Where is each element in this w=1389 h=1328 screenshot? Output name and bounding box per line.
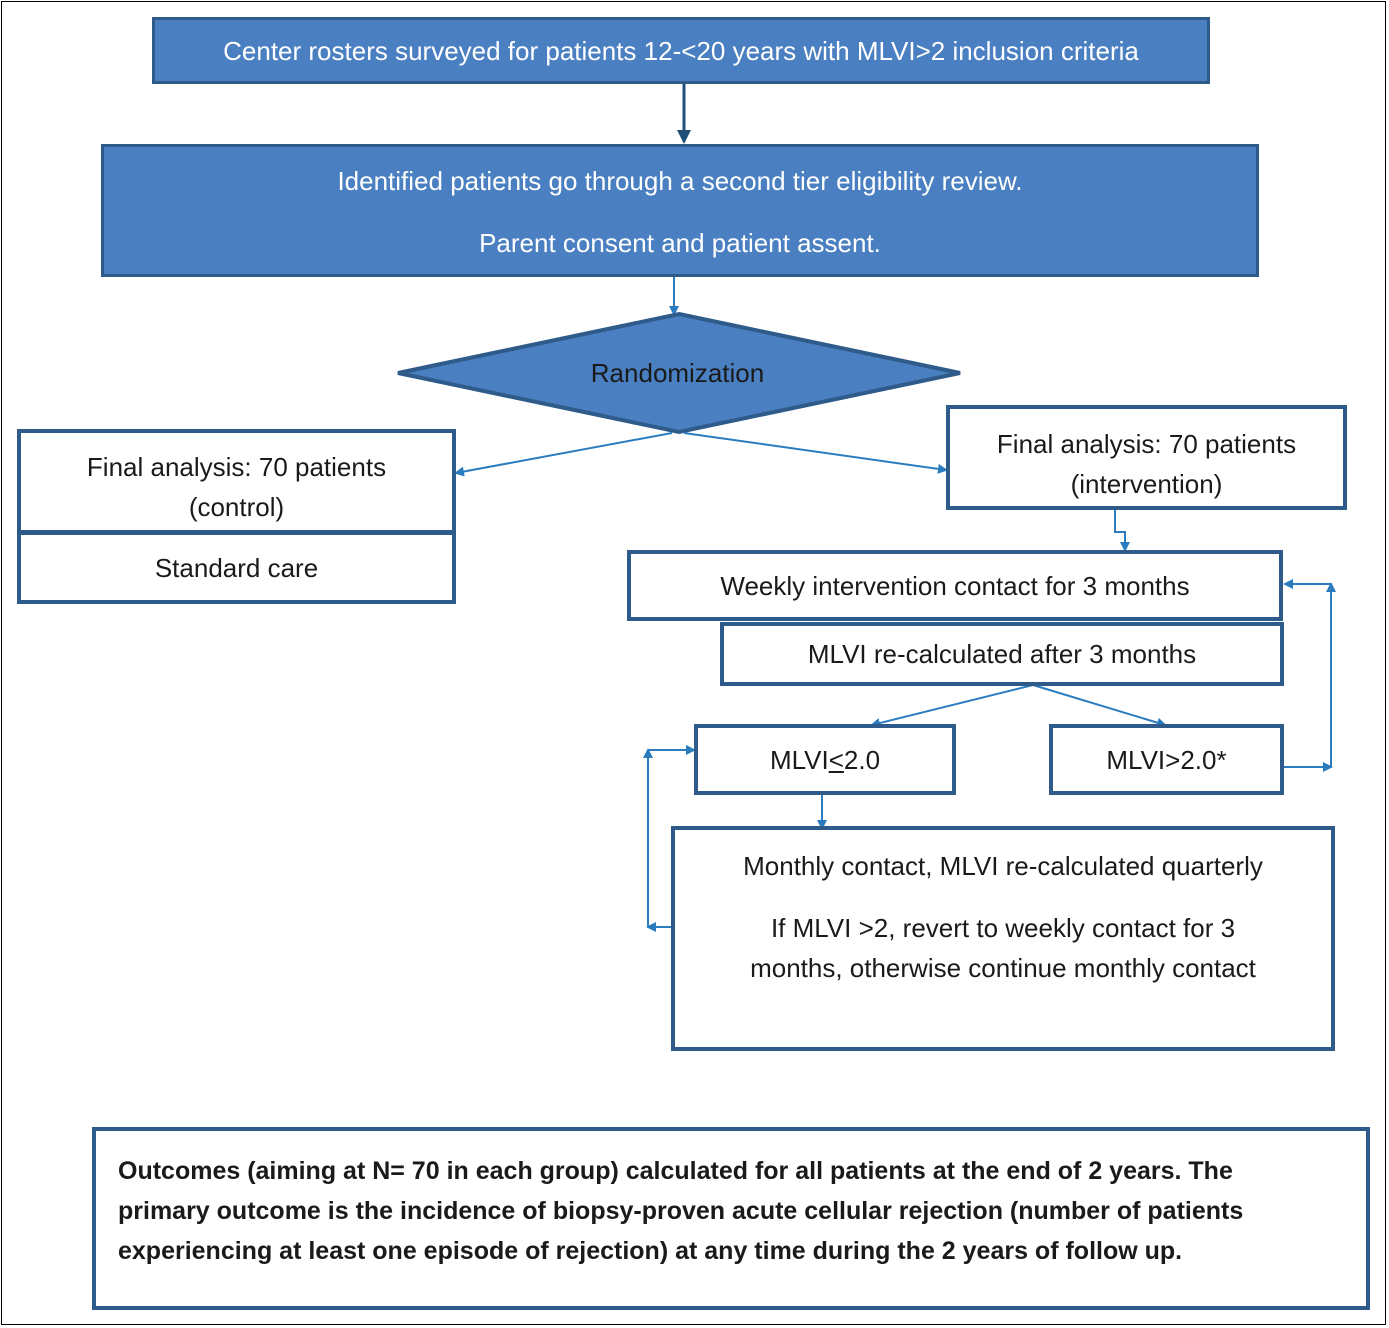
mlvi-low-text: MLVI<2.0 [770, 740, 880, 780]
arrow-to-intervention [683, 432, 948, 474]
control-analysis-box: Final analysis: 70 patients (control) [17, 429, 456, 534]
mlvi-high-text: MLVI>2.0* [1106, 744, 1227, 775]
control-text-line1: Final analysis: 70 patients [86, 452, 387, 482]
arrow-recalc-to-high [1032, 684, 1167, 728]
outcomes-text-line1: Outcomes (aiming at N= 70 in each group)… [118, 1157, 1233, 1185]
monthly-text-line1: Monthly contact, MLVI re-calculated quar… [743, 851, 1263, 881]
weekly-contact-box: Weekly intervention contact for 3 months [627, 550, 1283, 621]
monthly-contact-box: Monthly contact, MLVI re-calculated quar… [671, 826, 1335, 1051]
recalculated-text: MLVI re-calculated after 3 months [807, 639, 1197, 669]
mlvi-low-symbol: < [828, 744, 844, 775]
control-text-line2: (control) [188, 492, 285, 522]
intervention-analysis-box: Final analysis: 70 patients (interventio… [946, 405, 1347, 510]
randomization-label: Randomization [590, 358, 765, 388]
review-text-line2: Parent consent and patient assent. [479, 228, 881, 258]
recalculated-box: MLVI re-calculated after 3 months [720, 622, 1284, 686]
arrow-recalc-to-low [870, 684, 1034, 728]
outcomes-box: Outcomes (aiming at N= 70 in each group)… [92, 1127, 1370, 1310]
intervention-text-line2: (intervention) [1070, 469, 1223, 499]
outcomes-text-line2: primary outcome is the incidence of biop… [118, 1197, 1244, 1225]
mlvi-low-suffix: 2.0 [843, 744, 881, 775]
outcomes-text-line3: experiencing at least one episode of rej… [118, 1237, 1183, 1265]
intervention-text-line1: Final analysis: 70 patients [996, 429, 1297, 459]
randomization-diamond [397, 311, 961, 435]
mlvi-low-prefix: MLVI [769, 744, 829, 775]
weekly-contact-text: Weekly intervention contact for 3 months [720, 570, 1190, 601]
survey-text: Center rosters surveyed for patients 12-… [223, 35, 1139, 66]
standard-care-text: Standard care [154, 552, 319, 583]
monthly-text-line2: If MLVI >2, revert to weekly contact for… [770, 913, 1236, 943]
survey-box: Center rosters surveyed for patients 12-… [152, 17, 1210, 84]
mlvi-low-box: MLVI<2.0 [694, 724, 956, 795]
eligibility-review-box: Identified patients go through a second … [101, 144, 1259, 277]
mlvi-high-box: MLVI>2.0* [1049, 724, 1284, 795]
arrow-to-control [454, 432, 673, 477]
monthly-text-line3: months, otherwise continue monthly conta… [750, 953, 1256, 983]
review-text-line1: Identified patients go through a second … [337, 166, 1023, 196]
standard-care-box: Standard care [17, 531, 456, 604]
arrow-intervention-to-weekly [1114, 510, 1130, 552]
